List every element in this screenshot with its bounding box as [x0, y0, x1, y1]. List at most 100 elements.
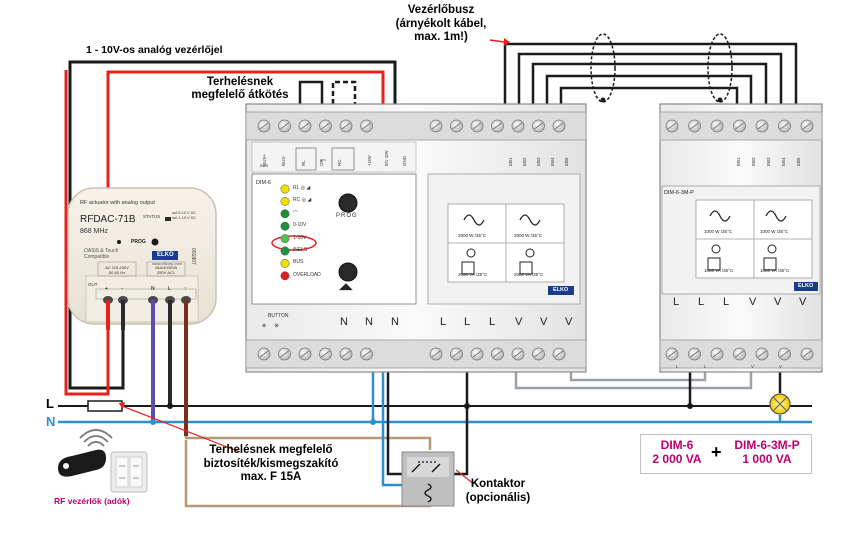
dim6-name: DIM-6 [256, 180, 271, 186]
fuse-label: Terhelésnek megfelelő biztosíték/kismegs… [196, 444, 346, 485]
rfdac-status: STATUS [143, 214, 161, 219]
dim6-bottom-terminal-label: N [340, 316, 348, 328]
dim6-led-label: 0-10V [293, 222, 307, 229]
wireless-icon [79, 429, 113, 447]
dim6-led-label: OVERLOAD [293, 271, 321, 278]
dim6-leds [280, 184, 290, 281]
dim6-led [280, 221, 290, 231]
dim6-bottom-screw-slot [280, 350, 289, 358]
dim6-3m-top-screw-slot [735, 122, 744, 130]
dim6-3m-bottom-terminal-label: V [799, 296, 807, 308]
dim6-3m-bottom-terminal-label: V [749, 296, 757, 308]
dim6-top-screw-slot [280, 122, 289, 130]
dim6-top-screw-slot [472, 122, 482, 130]
rfdac-term-n: N [151, 286, 155, 292]
dim6-bottom-screw-slot [534, 350, 543, 358]
shield-loops [590, 33, 733, 103]
dim6-dim-arrows: ◢◣ [339, 281, 353, 291]
rfdac-web: www.elkoep.com [152, 261, 183, 266]
dim6-top-screw-slot [300, 122, 310, 130]
dim6-3m-summary-power: 1 000 VA [742, 452, 792, 466]
rfdac-freq: 868 MHz [80, 228, 109, 235]
rfdac-desc: RF actuator with analog output [80, 200, 155, 206]
rfdac-relay: 16A/4000VA 250V AC1 [147, 265, 185, 275]
rfdac-out-b: out 1-10 V DC [172, 216, 197, 220]
dim6-3m-bottom-screw-slot [780, 350, 789, 358]
summary-plus: + [711, 442, 722, 462]
dim6-3m-top-terminal-label: EB3 [766, 157, 771, 166]
rfdac-supply: AC 110-230V 50-60 Hz [98, 265, 136, 275]
control-bus-label: Vezérlőbusz (árnyékolt kábel, max. 1m!) [380, 4, 502, 45]
dim6-led [280, 234, 290, 244]
dim6-bottom-screw-slot [472, 350, 482, 358]
dim6-top-screw-slot [341, 122, 351, 130]
load-wiring-label: Terhelésnek megfelelő átkötés [180, 76, 300, 102]
rfdac-term-l: L [168, 286, 171, 292]
dim6-3m-bottom-terminal-label: L [673, 296, 680, 308]
dim6-summary-power: 2 000 VA [652, 452, 702, 466]
dim6-3m-bottom-screw-slot [735, 350, 744, 358]
dim6-bottom-terminal-label: N [391, 316, 399, 328]
dim6-bus-tag: BUS [260, 163, 269, 168]
dim6-3m-name: DIM-6-3M-P [664, 190, 694, 196]
dim6-led-label: RC ◎ ◢ [293, 197, 312, 204]
dim6-3m-top-screw-slot [757, 122, 767, 130]
load-jumper [298, 80, 357, 112]
rfdac-relay-1: 16A/4000VA [154, 265, 178, 270]
dim6-top-screw-slot [259, 122, 269, 130]
dim6-module [245, 103, 587, 373]
dim6-3m-top-terminal-label: EB1 [736, 157, 741, 166]
dim6-bottom-screw-slot [321, 350, 330, 358]
load-wiring-line-1: Terhelésnek [206, 76, 274, 88]
dim6-bottom-terminal-label: V [565, 316, 573, 328]
dim6-summary: DIM-6 2 000 VA [645, 438, 709, 466]
lamp-icon [769, 393, 791, 415]
control-bus-wires [503, 42, 798, 112]
dim6-led-label: 1-10V [293, 234, 307, 241]
dim6-3m-brand: ELKO [798, 283, 814, 289]
dim6-3m-spec-4: 1000 VA /35°C [760, 268, 790, 273]
dim6-top-terminal-label: EB5 [564, 157, 569, 166]
dim6-bottom-terminal-label: V [515, 316, 523, 328]
dim6-bottom-screw-slot [300, 350, 310, 358]
dim6-3m-bottom-screw-slot [667, 350, 677, 358]
analog-signal-label: 1 - 10V-os analóg vezérlőjel [86, 44, 223, 56]
dim6-led [280, 246, 290, 256]
load-wiring-line-2: megfelelő átkötés [191, 89, 289, 101]
dim6-3m-bottom-screw-slot [802, 350, 812, 358]
dim6-prog: PROG [336, 213, 358, 219]
dim6-3m-module [659, 103, 823, 373]
fuse-line-3: max. F 15A [240, 471, 302, 483]
bus-line-3: max. 1m!) [414, 31, 468, 43]
dim6-3m-bottom-screw-slot [690, 350, 699, 358]
rfdac-compat: OASiS & Touch Compatible [84, 248, 118, 260]
dim6-spec-1: 2000 W /35°C [458, 233, 487, 238]
dim6-spec-2: 2000 W /35°C [514, 233, 543, 238]
dim6-top-terminal-label: RL [301, 160, 306, 166]
dim6-summary-name: DIM-6 [660, 438, 694, 452]
dim6-led [280, 258, 290, 268]
dim6-spec-3: 2000 VA /35°C [458, 272, 488, 277]
dim6-bottom-terminal-label: L [464, 316, 471, 328]
bus-line-1: Vezérlőbusz [407, 4, 475, 16]
rfdac-prog: PROG [131, 239, 146, 245]
dim6-button-terms: ⊗ ⊗ [262, 323, 279, 329]
dim6-3m-top-terminal-label: EB5 [796, 157, 801, 166]
dim6-bottom-screws [257, 347, 566, 361]
dim6-spec-4: 2000 VA /35°C [514, 272, 544, 277]
dim6-led [280, 184, 290, 194]
dim6-3m-bottom-small-label: L [704, 364, 707, 369]
key-fob-icon [58, 449, 106, 477]
dim6-top-terminal-label: EB3 [536, 157, 541, 166]
dim6-bottom-screw-slot [493, 350, 502, 358]
dim6-top-terminal-label: 0/1-10V [384, 150, 389, 166]
dim6-top-terminal-label: EB2 [522, 157, 527, 166]
rfdac-out-label: OUT [88, 282, 98, 287]
dim6-top-terminal-label: +10V [367, 155, 372, 166]
dim6-top-terminal-label: BUS- [281, 155, 286, 166]
dim6-3m-top-screw-slot [690, 122, 699, 130]
dim6-3m-top-screw-slot [802, 122, 812, 130]
contactor-line-2: (opcionális) [465, 491, 531, 504]
dim6-bottom-screw-slot [341, 350, 351, 358]
line-n-label: N [46, 414, 56, 429]
